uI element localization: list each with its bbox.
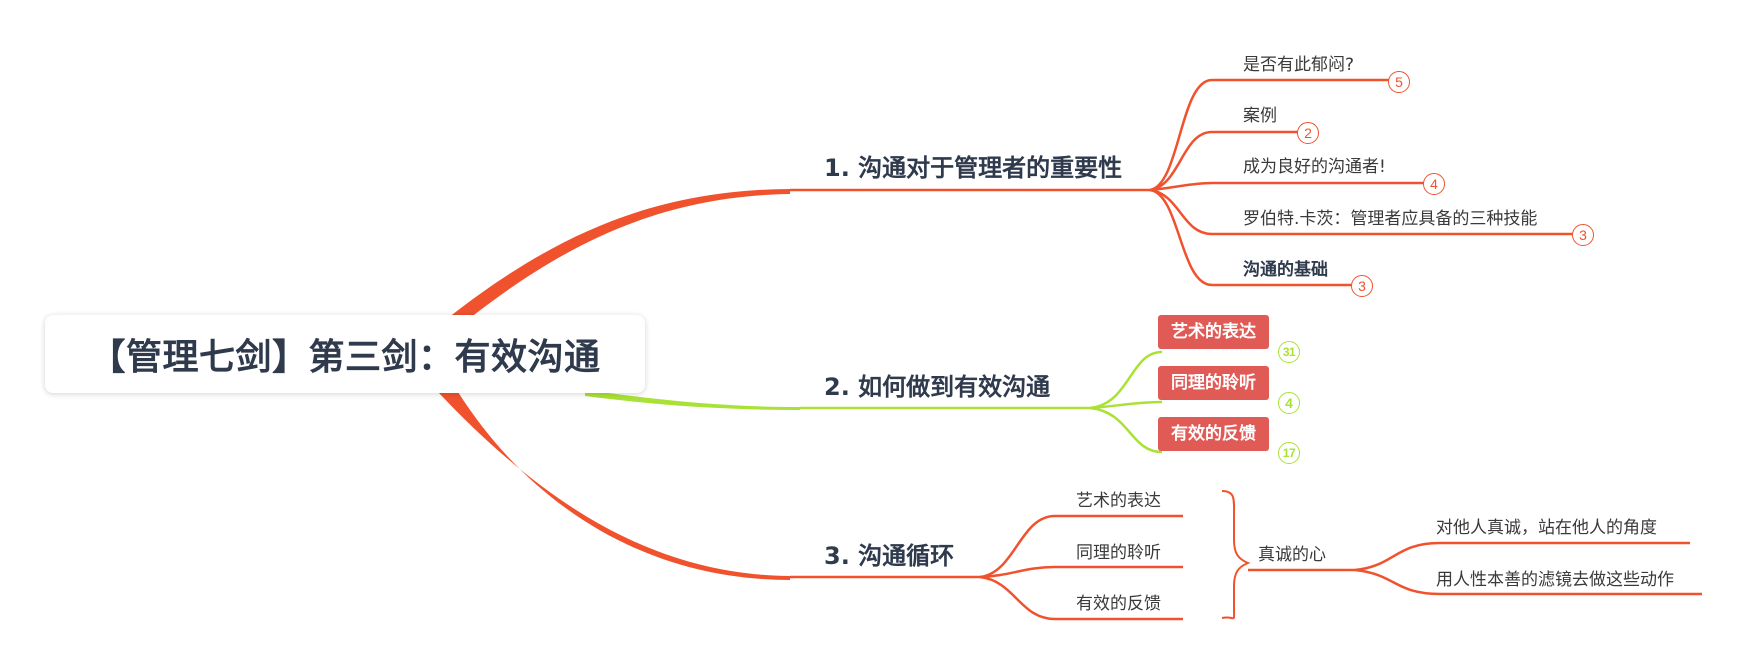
edge-topic-1-child-4 xyxy=(1149,188,1582,236)
edge-topic-2-child-1 xyxy=(1089,350,1163,410)
topic-1-child-1-count-badge[interactable]: 5 xyxy=(1388,71,1410,93)
topic-3-title[interactable]: 3. 沟通循环 xyxy=(824,542,955,570)
topic-1-child-4-count-badge[interactable]: 3 xyxy=(1572,224,1594,246)
edge-topic-1-child-3 xyxy=(1149,181,1425,192)
topic-1-child-1[interactable]: 是否有此郁闷? xyxy=(1243,55,1355,75)
topic-2-child-2[interactable]: 同理的聆听 xyxy=(1158,366,1269,400)
topic-1-child-4[interactable]: 罗伯特.卡茨：管理者应具备的三种技能 xyxy=(1243,209,1538,229)
topic-2-child-1[interactable]: 艺术的表达 xyxy=(1158,315,1269,349)
topic-1-child-5[interactable]: 沟通的基础 xyxy=(1243,260,1328,280)
topic-1-child-3[interactable]: 成为良好的沟通者! xyxy=(1243,157,1386,177)
topic-2-child-3[interactable]: 有效的反馈 xyxy=(1158,417,1269,451)
summary-child-2[interactable]: 用人性本善的滤镜去做这些动作 xyxy=(1436,570,1674,590)
summary-child-1[interactable]: 对他人真诚，站在他人的角度 xyxy=(1436,518,1657,538)
edge-summary-child-2 xyxy=(1354,568,1702,596)
edge-topic-2-child-3 xyxy=(1089,406,1163,454)
topic-1-child-3-count-badge[interactable]: 4 xyxy=(1423,173,1445,195)
edge-topic-1-child-1 xyxy=(1149,78,1395,192)
root-title: 【管理七剑】第三剑：有效沟通 xyxy=(89,337,601,378)
edge-topic-1-child-2 xyxy=(1149,130,1302,192)
edge-summary-child-1 xyxy=(1354,541,1690,572)
edge-root-topic-2 xyxy=(585,390,800,410)
edge-topic-3-child-1 xyxy=(979,514,1183,579)
topic-1-child-5-count-badge[interactable]: 3 xyxy=(1351,275,1373,297)
topic-3-child-2[interactable]: 同理的聆听 xyxy=(1076,543,1161,563)
edge-topic-3-child-2 xyxy=(979,565,1183,579)
summary-topic[interactable]: 真诚的心 xyxy=(1258,545,1326,565)
root-topic[interactable]: 【管理七剑】第三剑：有效沟通 xyxy=(45,315,645,393)
edge-topic-1-child-5 xyxy=(1149,188,1353,287)
topic-2-child-1-count-badge[interactable]: 31 xyxy=(1278,341,1300,363)
topic-2-child-2-count-badge[interactable]: 4 xyxy=(1278,392,1300,414)
topic-1-child-2[interactable]: 案例 xyxy=(1243,106,1277,126)
edge-root-topic-3 xyxy=(438,392,790,580)
topic-2-title[interactable]: 2. 如何做到有效沟通 xyxy=(824,373,1051,401)
topic-1-child-2-count-badge[interactable]: 2 xyxy=(1297,122,1319,144)
summary-brace xyxy=(1221,490,1251,620)
topic-3-child-1[interactable]: 艺术的表达 xyxy=(1076,491,1161,511)
edge-root-topic-1 xyxy=(448,189,790,318)
edge-topic-2-child-2 xyxy=(1089,400,1163,410)
topic-3-child-3[interactable]: 有效的反馈 xyxy=(1076,594,1161,614)
topic-1-title[interactable]: 1. 沟通对于管理者的重要性 xyxy=(824,154,1123,182)
edge-topic-3-child-3 xyxy=(979,575,1183,621)
topic-2-child-3-count-badge[interactable]: 17 xyxy=(1278,442,1300,464)
